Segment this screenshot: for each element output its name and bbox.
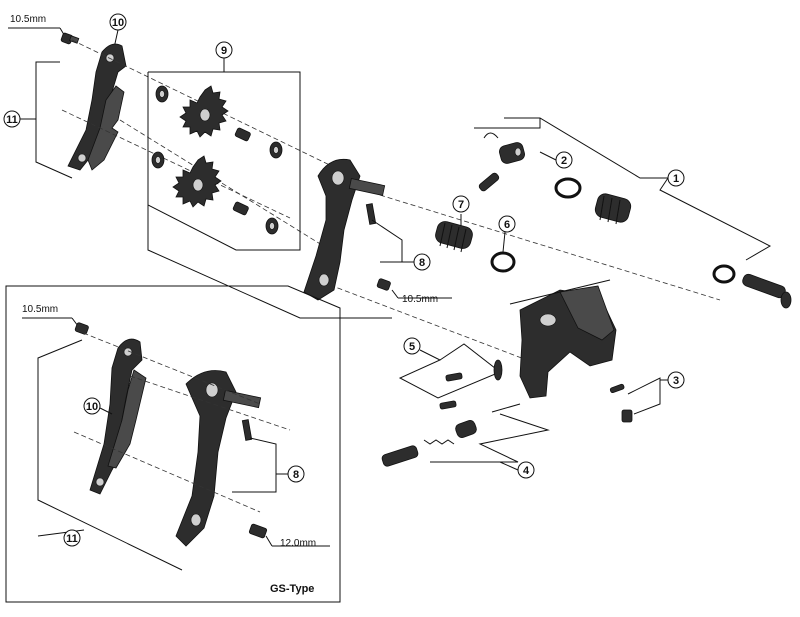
inner-plate-assembly xyxy=(303,158,386,301)
svg-text:8: 8 xyxy=(293,469,299,481)
inset-callout-11: 11 xyxy=(37,339,183,571)
svg-text:11: 11 xyxy=(66,533,78,545)
inset-top-bolt-measurement: 10.5mm xyxy=(22,304,58,315)
inset-bottom-bolt-measurement: 12.0mm xyxy=(280,538,316,549)
callout-11-bracket: 11 xyxy=(3,61,73,179)
callout-2: 2 xyxy=(474,117,672,179)
cage-bracket xyxy=(147,205,392,319)
inset-top-bolt-leader xyxy=(22,317,89,335)
gs-type-inset xyxy=(5,285,341,603)
svg-text:3: 3 xyxy=(673,375,679,387)
inset-axes xyxy=(73,329,291,513)
b-tension-parts xyxy=(478,132,632,225)
callout-4: 4 xyxy=(381,403,550,479)
callout-1: 1 xyxy=(659,169,772,261)
inset-inner-plate xyxy=(175,370,262,547)
svg-text:10: 10 xyxy=(112,17,124,29)
top-bolt xyxy=(60,32,80,45)
svg-text:10: 10 xyxy=(86,401,98,413)
main-axle xyxy=(712,264,792,309)
lower-pulley xyxy=(151,151,279,235)
top-bolt-measurement: 10.5mm xyxy=(10,14,46,25)
inset-bottom-bolt xyxy=(248,523,330,547)
callout-10: 10 xyxy=(109,13,127,49)
assembly-axes xyxy=(61,39,721,366)
callout-5: 5 xyxy=(398,337,503,410)
tension-spring: 7 xyxy=(435,195,473,253)
mid-bolt-measurement: 10.5mm xyxy=(402,294,438,305)
svg-text:1: 1 xyxy=(673,173,679,185)
derailleur-body xyxy=(509,279,617,399)
inset-callout-10: 10 xyxy=(83,397,113,415)
svg-text:6: 6 xyxy=(504,219,510,231)
svg-text:2: 2 xyxy=(561,155,567,167)
upper-pulley xyxy=(155,85,283,159)
svg-text:5: 5 xyxy=(409,341,415,353)
callout-3: 3 xyxy=(609,371,685,423)
snap-ring: 6 xyxy=(490,215,516,273)
svg-text:8: 8 xyxy=(419,257,425,269)
inset-callout-8: 8 xyxy=(232,437,305,493)
inner-cage-plate xyxy=(87,85,125,171)
svg-text:7: 7 xyxy=(458,199,464,211)
inset-caption: GS-Type xyxy=(270,583,314,595)
top-bolt-leader xyxy=(8,27,67,39)
pulley-group-box: 9 xyxy=(147,41,301,251)
svg-text:11: 11 xyxy=(6,114,18,126)
inset-outer-plate xyxy=(89,338,147,495)
svg-text:4: 4 xyxy=(523,465,530,477)
callout-8: 8 xyxy=(371,219,431,271)
svg-text:9: 9 xyxy=(221,45,227,57)
mid-bolt xyxy=(376,278,452,299)
